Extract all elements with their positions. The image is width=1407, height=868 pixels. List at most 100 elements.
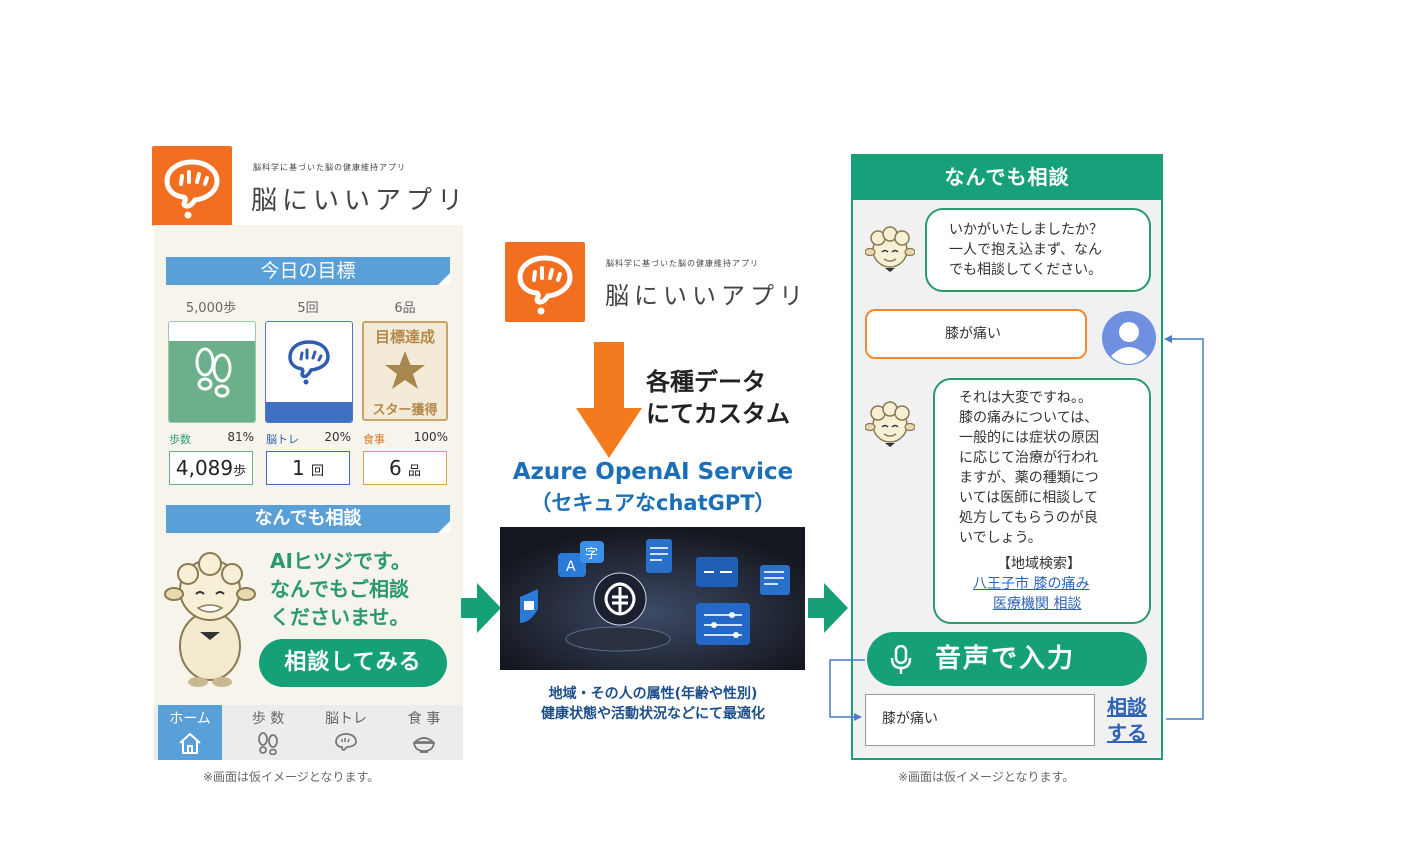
svg-text:A: A [566,559,576,575]
ai-greeting-line-3: くださいませ。 [270,605,410,629]
tab-home[interactable]: ホーム [158,705,222,760]
optimization-line-2: 健康状態や活動状況などにて最適化 [541,706,765,722]
rice-bowl-icon [412,737,436,753]
assistant-message-2-line-8: いでしょう。 [959,530,1042,546]
user-avatar-icon [1102,311,1156,365]
assistant-message-1-line-1: いかがいたしましたか？ [949,222,1103,238]
goal-target-steps: 5,000歩 [185,301,237,316]
sheep-mascot-icon [164,552,256,687]
tab-braintraining-label: 脳トレ [325,711,367,727]
assistant-message-2-line-6: いては医師に相談して [959,490,1098,506]
consult-text-input[interactable]: 膝が痛い [865,694,1095,746]
assistant-message-2-line-7: 処方してもらうのが良 [959,510,1098,526]
service-title: Azure OpenAI Service [512,459,794,485]
send-consult-button[interactable]: 相談 する [1107,694,1157,746]
ai-greeting-line-2: なんでもご相談 [270,577,409,601]
ai-greeting-line-1: AIヒツジです。 [270,549,411,573]
user-message-text: 膝が痛い [945,326,1001,342]
svg-text:字: 字 [585,547,598,562]
steps-count: 4,089歩 [169,451,253,485]
brain-icon [288,340,330,385]
steps-percent: 81% [227,430,254,444]
braintraining-progress-card[interactable] [265,321,353,423]
tab-braintraining[interactable]: 脳トレ [314,705,378,760]
tab-home-label: ホーム [169,711,211,727]
tab-meals[interactable]: 食 事 [392,705,456,760]
send-label-line-1: 相談 [1107,695,1147,719]
star-earned-label: スター獲得 [372,403,438,418]
goal-achieved-label: 目標達成 [374,328,435,346]
consult-chat-screen: なんでも相談 いかがいたしましたか？ 一人で抱え込まず、なん でも相談してくださ… [851,154,1163,760]
home-icon [179,732,201,754]
app-home-screen: 今日の目標 5,000歩 5回 6品 目標達成 スター獲得 歩数 81% 脳トレ [154,225,463,760]
local-search-link-2[interactable]: 医療機関 相談 [993,596,1082,612]
braintraining-percent: 20% [324,430,351,444]
braintraining-count: 1 回 [266,451,350,485]
microphone-icon [890,645,912,674]
arrow-right-icon [808,583,848,633]
steps-count-unit: 歩 [233,464,247,479]
brain-logo-icon [505,242,585,322]
assistant-message-2-line-1: それは大変ですね。。 [959,390,1092,406]
app-name: 脳にいいアプリ [251,186,469,216]
consult-banner-title: なんでも相談 [254,508,362,529]
meals-count-unit: 品 [408,464,422,479]
steps-label: 歩数 [169,433,191,446]
local-search-link-1[interactable]: 八王子市 膝の痛み [973,576,1090,592]
voice-input-label: 音声で入力 [935,644,1076,674]
service-subtitle: （セキュアなchatGPT） [530,491,776,515]
braintraining-label: 脳トレ [266,433,299,446]
assistant-message-1-line-3: でも相談してください。 [949,262,1103,278]
assistant-message-2-line-2: 膝の痛みについては、 [959,410,1099,426]
arrow-right-icon [461,583,501,633]
assistant-message-1-line-2: 一人で抱え込まず、なん [949,242,1103,258]
footprints-icon [258,732,278,755]
goal-banner: 今日の目標 [166,257,450,285]
assistant-message-2: それは大変ですね。。 膝の痛みについては、 一般的には症状の原因 に応じて治療が… [933,378,1151,624]
ai-sheep-greeting: AIヒツジです。 なんでもご相談 くださいませ。 [270,547,460,631]
app-name-middle: 脳にいいアプリ [605,282,808,310]
tab-steps[interactable]: 歩 数 [236,705,300,760]
try-consult-button[interactable]: 相談してみる [259,639,447,687]
brain-icon [335,733,357,751]
steps-count-value: 4,089 [175,456,234,480]
optimization-line-1: 地域・その人の属性(年齢や性別) [548,686,758,702]
meals-achieved-card[interactable]: 目標達成 スター獲得 [362,321,448,421]
disclaimer-right: ※画面は仮イメージとなります。 [898,770,1075,784]
chat-header: なんでも相談 [853,156,1161,200]
optimization-description: 地域・その人の属性(年齢や性別) 健康状態や活動状況などにて最適化 [500,684,806,724]
sheep-avatar-icon [865,226,915,272]
voice-input-button[interactable]: 音声で入力 [867,632,1147,686]
tab-meals-label: 食 事 [407,711,441,727]
meals-label: 食事 [363,433,385,446]
meals-percent: 100% [413,430,448,444]
assistant-message-2-line-5: ますが、薬の種類につ [959,470,1099,486]
assistant-message-1: いかがいたしましたか？ 一人で抱え込まず、なん でも相談してください。 [925,208,1151,292]
user-message: 膝が痛い [865,309,1087,359]
openai-illustration: A 字 [500,527,805,670]
logo-tagline-middle: 脳科学に基づいた脳の健康維持アプリ [606,259,759,268]
bottom-tab-bar: ホーム 歩 数 脳トレ 食 事 [154,705,463,760]
brain-logo-icon [152,146,232,226]
consult-banner: なんでも相談 [166,505,450,533]
steps-progress-card[interactable] [168,321,256,423]
custom-caption-line-1: 各種データ [646,368,766,396]
braintraining-progress-fill [266,402,352,422]
star-icon [385,351,425,389]
goal-banner-title: 今日の目標 [260,260,356,282]
goal-target-meals: 6品 [394,301,416,316]
assistant-message-2-line-4: に応じて治療が行われ [959,450,1099,466]
local-search-label: 【地域検索】 [997,556,1081,572]
meals-count-value: 6 [388,456,402,480]
sheep-avatar-icon [865,401,915,447]
arrow-down-icon [576,342,642,458]
goal-target-braintraining: 5回 [297,301,319,316]
disclaimer-left: ※画面は仮イメージとなります。 [203,770,380,784]
custom-data-caption: 各種データ にてカスタム [646,366,790,430]
braintraining-count-value: 1 [291,456,305,480]
braintraining-count-unit: 回 [311,464,325,479]
logo-tagline: 脳科学に基づいた脳の健康維持アプリ [253,163,406,172]
footprints-icon [195,347,232,398]
tab-steps-label: 歩 数 [251,711,285,727]
